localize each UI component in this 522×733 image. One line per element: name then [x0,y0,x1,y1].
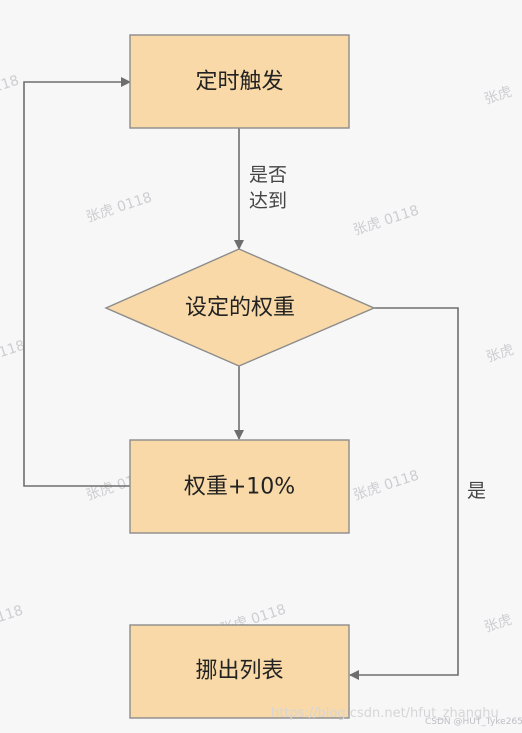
node-label: 设定的权重 [185,296,295,321]
edge-label-reached-line1: 是否 [249,164,287,186]
edge-label-reached-line2: 达到 [249,190,287,212]
node-trigger: 定时触发 [129,34,350,129]
node-decision: 设定的权重 [104,248,376,367]
watermark-author: 0118 [0,603,25,629]
node-increase: 权重+10% [129,439,350,534]
watermark-author: 张虎 [482,612,514,636]
blog-url-watermark: https://blog.csdn.net/hfut_zhanghu [271,706,499,721]
connector-layer [23,77,459,680]
watermark-author: 0118 [0,73,21,99]
process-box [129,624,350,719]
node-label: 定时触发 [195,70,283,95]
watermark-author: 张虎 0118 [351,468,421,504]
connector-loop-back [23,77,131,487]
watermark-author: 张虎 0118 [84,190,154,226]
node-label: 挪出列表 [195,659,283,684]
watermark-author: 张虎 0118 [351,203,421,239]
watermark-author: 张虎 [484,342,516,366]
edge-label-yes: 是 [467,480,486,502]
csdn-credit-watermark: CSDN @HUT_Tyke265 [425,717,522,727]
decision-diamond [104,248,376,367]
connector-yes-to-remove [349,307,459,680]
process-box [129,439,350,534]
watermark-author: 张虎 [482,84,514,108]
node-remove: 挪出列表 [129,624,350,719]
watermark-author: 0118 [0,338,27,364]
process-box [129,34,350,129]
node-label: 权重+10% [184,475,295,500]
